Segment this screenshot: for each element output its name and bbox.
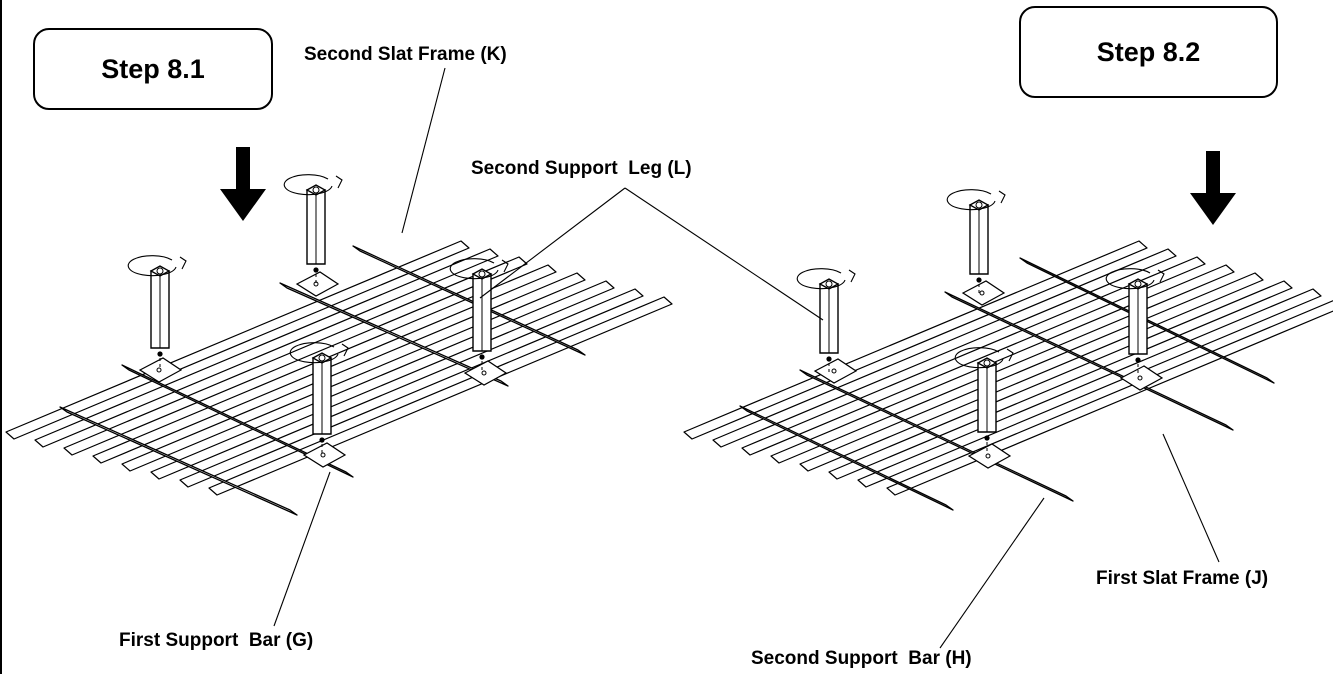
rotation-arrow [1105, 268, 1155, 290]
down-arrows [220, 147, 1236, 225]
support-leg [954, 347, 1014, 454]
slat [770, 264, 1235, 464]
slat [886, 300, 1333, 496]
support-leg [796, 268, 856, 375]
slat [121, 272, 586, 472]
rotation-arrowhead [848, 269, 856, 283]
leader-second-support-leg-right [624, 187, 824, 321]
down-arrow-step-8-2 [1190, 151, 1236, 225]
rotation-arrow [954, 347, 1004, 369]
label-second-support-leg: Second Support Leg (L) [471, 158, 692, 179]
assembly-step-8-2 [683, 189, 1333, 511]
leader-second-support-leg-left [479, 187, 626, 299]
leader-second-slat-frame [401, 67, 446, 234]
rotation-arrowhead [998, 190, 1006, 204]
support-leg [127, 255, 187, 370]
leg-hole [156, 267, 164, 275]
support-bar [121, 364, 354, 478]
leg-bolt [984, 435, 990, 441]
bracket-hole [831, 368, 837, 374]
rotation-arrowhead [341, 343, 349, 357]
support-bar [739, 405, 954, 511]
support-leg [1105, 268, 1165, 376]
leg-hole [975, 201, 983, 209]
step-8-2-box: Step 8.2 [1019, 6, 1278, 98]
leg-bolt [479, 354, 485, 360]
bracket-hole [156, 367, 162, 373]
leader-second-support-bar [939, 497, 1045, 649]
leg-hole [318, 354, 326, 362]
leg-bolt [976, 277, 982, 283]
label-second-support-bar: Second Support Bar (H) [751, 648, 972, 669]
rotation-arrowhead [1157, 269, 1165, 283]
slat [34, 248, 499, 448]
rotation-arrow [946, 189, 996, 211]
bracket-hole [979, 290, 985, 296]
step-8-2-label: Step 8.2 [1096, 36, 1201, 67]
down-arrow-step-8-1 [220, 147, 266, 221]
support-bar [59, 406, 298, 516]
rotation-arrowhead [179, 256, 187, 270]
support-leg [946, 189, 1006, 296]
leader-lines [273, 67, 1220, 649]
step-8-1-box: Step 8.1 [33, 28, 273, 110]
rotation-arrow [289, 342, 339, 364]
bracket-hole [320, 452, 326, 458]
support-bar [279, 282, 509, 387]
rotation-arrowhead [1006, 348, 1014, 362]
slat [857, 288, 1322, 488]
leg-bolt [826, 356, 832, 362]
rotation-arrowhead [335, 175, 343, 189]
leg-bolt [1135, 357, 1141, 363]
step-8-1-label: Step 8.1 [101, 53, 205, 84]
leg-hole [1134, 280, 1142, 288]
slat [683, 240, 1148, 440]
leg-hole [983, 359, 991, 367]
label-first-support-bar: First Support Bar (G) [119, 630, 314, 651]
bracket-hole [985, 453, 991, 459]
support-leg [289, 342, 349, 456]
leg-hole [478, 270, 486, 278]
leg-bolt [157, 351, 163, 357]
slat [712, 248, 1177, 448]
bracket-hole [481, 370, 487, 376]
leg-bolt [319, 437, 325, 443]
slat [799, 272, 1264, 472]
support-leg [283, 174, 343, 286]
rotation-arrow [127, 255, 177, 277]
rotation-arrow [283, 174, 333, 196]
slat [741, 256, 1206, 456]
slat [150, 280, 615, 480]
leader-first-support-bar [273, 471, 331, 627]
assembly-step-8-1 [5, 174, 673, 516]
leg-hole [825, 280, 833, 288]
slat [5, 240, 470, 440]
leg-bolt [313, 267, 319, 273]
rotation-arrow [449, 258, 499, 280]
bracket-hole [1137, 375, 1143, 381]
leg-hole [312, 186, 320, 194]
slat [179, 288, 644, 488]
slat [63, 256, 528, 456]
label-first-slat-frame: First Slat Frame (J) [1096, 568, 1269, 589]
slat [828, 280, 1293, 480]
label-second-slat-frame: Second Slat Frame (K) [304, 44, 507, 65]
rotation-arrow [796, 268, 846, 290]
support-bar [352, 245, 586, 356]
leader-first-slat-frame [1162, 433, 1220, 563]
rotation-arrowhead [501, 259, 509, 273]
